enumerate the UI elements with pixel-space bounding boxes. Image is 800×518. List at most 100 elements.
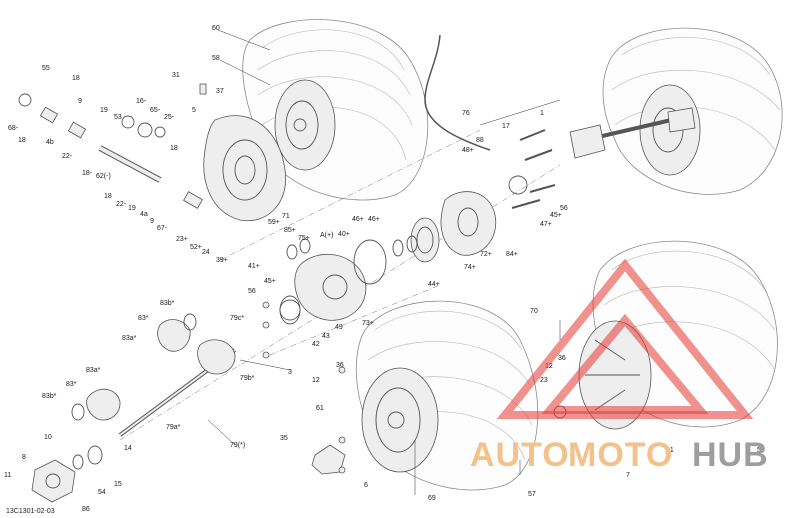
callout-label: 52+ <box>190 244 202 251</box>
callout-label: 83* <box>138 315 149 322</box>
callout-label: 18 <box>18 137 26 144</box>
callout-label: 46+ <box>368 216 380 223</box>
callout-label: 4b <box>46 139 54 146</box>
callout-label: 58 <box>212 55 220 62</box>
wheel-hub-flange <box>31 445 103 503</box>
callout-label: 31 <box>172 72 180 79</box>
watermark-text-moto: MOTO <box>568 436 673 474</box>
cv-axle-upper <box>569 107 696 159</box>
callout-label: 10 <box>44 434 52 441</box>
callout-label: A(+) <box>320 232 333 239</box>
watermark-text-auto: AUTO <box>470 436 570 474</box>
callout-label: 15 <box>114 481 122 488</box>
callout-label: 24 <box>202 249 210 256</box>
callout-label: 79b* <box>240 375 255 382</box>
callout-label: 83b* <box>160 300 175 307</box>
callout-label: 8 <box>22 454 26 461</box>
callout-label: 18 <box>104 193 112 200</box>
callout-label: 35 <box>280 435 288 442</box>
callout-label: 19 <box>128 205 136 212</box>
callout-label: 46+ <box>352 216 364 223</box>
callout-label: 83a* <box>122 335 137 342</box>
callout-label: 74+ <box>464 264 476 271</box>
callout-label: 60 <box>212 25 220 32</box>
callout-label: 61 <box>316 405 324 412</box>
callout-label: 22- <box>62 153 73 160</box>
watermark-logo: AUTO MOTO HUB <box>470 258 769 474</box>
diagram-code: 13C1301-02-03 <box>6 508 55 515</box>
callout-label: 72+ <box>480 251 492 258</box>
callout-label: 39+ <box>216 257 228 264</box>
differential-cover <box>440 191 497 256</box>
callout-label: 73+ <box>362 320 374 327</box>
fasteners <box>199 83 556 474</box>
callout-label: 11 <box>4 472 11 479</box>
callout-label: 1 <box>540 110 544 117</box>
callout-label: 79(*) <box>230 442 245 449</box>
callout-label: 83a* <box>86 367 101 374</box>
callout-label: 44+ <box>428 281 440 288</box>
callout-label: 79a* <box>166 424 181 431</box>
callout-label: 88 <box>476 137 484 144</box>
callout-label: 36 <box>336 362 344 369</box>
propeller-shaft <box>18 93 203 209</box>
callout-label: 45+ <box>264 278 276 285</box>
callout-label: 85+ <box>284 227 296 234</box>
callout-label: 56 <box>560 205 568 212</box>
callout-label: 57 <box>528 491 536 498</box>
callout-label: 7 <box>626 472 630 479</box>
cv-axle-lower <box>71 313 237 437</box>
callout-label: 70 <box>530 308 538 315</box>
callout-label: 71 <box>282 213 290 220</box>
callout-label: 23+ <box>176 236 188 243</box>
callout-label: 43 <box>322 333 330 340</box>
callout-label: 45+ <box>550 212 562 219</box>
callout-label: 50 <box>757 447 765 454</box>
callout-label: 79c* <box>230 315 244 322</box>
callout-label: 12 <box>545 363 553 370</box>
callout-label: 18- <box>82 170 93 177</box>
watermark-text-hub: HUB <box>692 436 769 474</box>
callout-label: 3 <box>288 369 292 376</box>
callout-label: 18 <box>72 75 80 82</box>
callout-label: 22- <box>116 201 127 208</box>
ring-gear <box>392 217 440 263</box>
callout-label: 12 <box>312 377 320 384</box>
callout-label: 65- <box>150 107 161 114</box>
callout-label: 51 <box>666 447 674 454</box>
callout-label: 49 <box>335 324 343 331</box>
callout-label: 69 <box>428 495 436 502</box>
callout-label: 25- <box>164 114 175 121</box>
callout-label: 17 <box>502 123 510 130</box>
callout-label: 9 <box>150 218 154 225</box>
callout-label: 84+ <box>506 251 518 258</box>
callout-label: 59+ <box>268 219 280 226</box>
differential-housing <box>279 238 387 325</box>
callout-label: 42 <box>312 341 320 348</box>
callout-label: 76 <box>462 110 470 117</box>
callout-label: 75+ <box>298 235 310 242</box>
callout-label: 53 <box>114 114 122 121</box>
tire-top-center <box>242 19 429 201</box>
callout-label: 5 <box>192 107 196 114</box>
callout-label: 4a <box>140 211 148 218</box>
callout-label: 83* <box>66 381 77 388</box>
callout-label: 18 <box>170 145 178 152</box>
callout-label: 9 <box>78 98 82 105</box>
callout-label: 40+ <box>338 231 350 238</box>
callout-label: 55 <box>42 65 50 72</box>
callout-label: 36 <box>558 355 566 362</box>
callout-label: 19 <box>100 107 108 114</box>
callout-label: 6 <box>364 482 368 489</box>
callout-label: 41+ <box>248 263 260 270</box>
callout-label: 16- <box>136 98 147 105</box>
callout-label: 48+ <box>462 147 474 154</box>
callout-label: 14 <box>124 445 132 452</box>
brake-backing-plate <box>203 115 287 222</box>
callout-label: 23 <box>540 377 548 384</box>
callout-label: 83b* <box>42 393 57 400</box>
callout-label: 47+ <box>540 221 552 228</box>
callout-label: 54 <box>98 489 106 496</box>
